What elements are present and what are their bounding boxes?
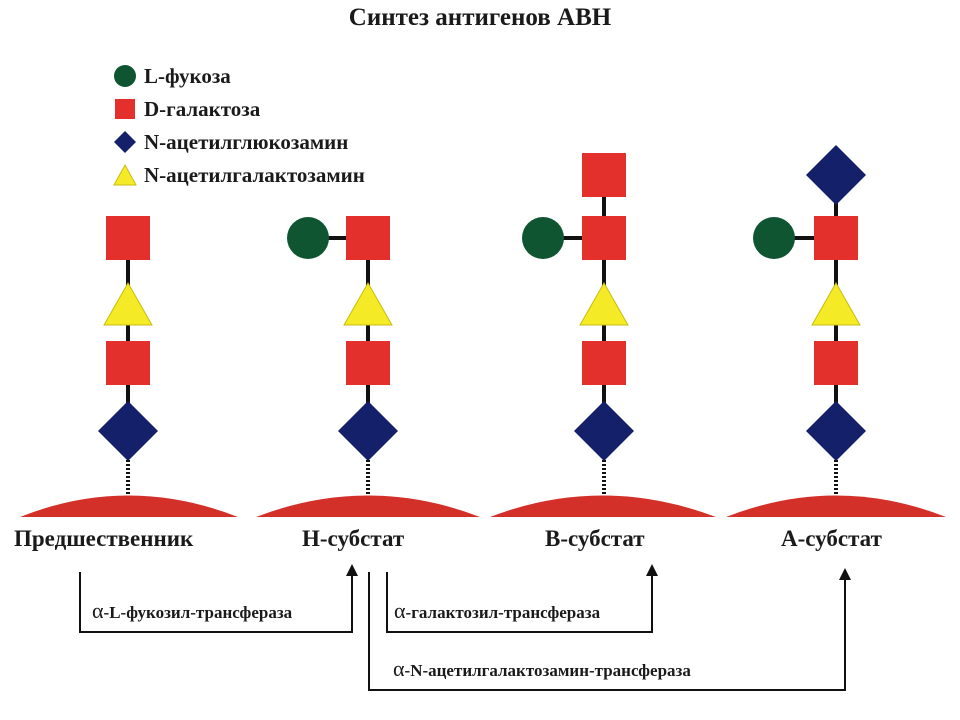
galactose-square — [106, 341, 150, 385]
galactose-square — [582, 153, 626, 197]
legend-item-galactosamine: N-ацетилгалактозамин — [112, 160, 365, 190]
galactose-square — [346, 216, 390, 260]
fucose-circle — [522, 217, 564, 259]
structure-precursor — [98, 216, 158, 496]
enzyme-fucosyl: α-L-фукозил-трансфераза — [92, 598, 292, 624]
arrowhead-icon — [839, 568, 851, 580]
label-precursor: Предшественник — [14, 526, 194, 551]
legend-item-fucose: L-фукоза — [112, 61, 231, 91]
galactose-square — [814, 341, 858, 385]
enzyme-arrows — [79, 572, 846, 691]
glucosamine-diamond — [574, 401, 634, 461]
glucosamine-diamond — [806, 401, 866, 461]
enzyme-acetylgalactosaminyl: α-N-ацетилгалактозамин-трансфераза — [393, 656, 691, 682]
legend-label: N-ацетилглюкозамин — [144, 129, 349, 154]
arrowhead-icon — [646, 564, 658, 576]
label-b-substrate: В-субстат — [545, 526, 645, 551]
galactose-square — [814, 216, 858, 260]
enzyme-acetylgalactosaminyl-label: -N-ацетилгалактозамин-трансфераза — [404, 661, 691, 680]
galactose-square — [582, 341, 626, 385]
legend-item-glucosamine: N-ацетилглюкозамин — [112, 127, 348, 157]
galactosamine-triangle — [811, 281, 861, 326]
enzyme-fucosyl-label: -L-фукозил-трансфераза — [103, 603, 293, 622]
alpha-symbol: α — [394, 598, 406, 623]
fucose-circle — [287, 217, 329, 259]
acetylgalactosaminyl-arrow — [368, 572, 846, 691]
galactose-square — [106, 216, 150, 260]
red-square-icon — [112, 96, 138, 122]
glucosamine-diamond — [806, 145, 866, 205]
fucose-circle — [753, 217, 795, 259]
legend-label: N-ацетилгалактозамин — [144, 162, 365, 187]
membrane-a — [726, 495, 946, 517]
green-circle-icon — [112, 63, 138, 89]
galactosyl-arrow — [386, 572, 653, 633]
label-a-substrate: А-субстат — [781, 526, 882, 551]
page-title: Синтез антигенов АВН — [348, 4, 612, 31]
arrowhead-icon — [346, 564, 358, 576]
legend-label: D-галактоза — [144, 96, 261, 121]
structure-a — [753, 145, 866, 496]
glucosamine-diamond — [98, 401, 158, 461]
galactosamine-triangle — [343, 281, 393, 326]
alpha-symbol: α — [393, 656, 405, 681]
arrowheads — [346, 564, 851, 580]
legend-label: L-фукоза — [144, 63, 231, 88]
galactosamine-triangle — [103, 281, 153, 326]
enzyme-galactosyl: α-галактозил-трансфераза — [394, 598, 600, 624]
structure-h — [287, 216, 398, 496]
yellow-triangle-icon — [112, 162, 138, 188]
blue-diamond-icon — [112, 129, 138, 155]
structure-b — [522, 153, 634, 496]
label-h-substrate: Н-субстат — [302, 526, 405, 551]
enzyme-galactosyl-label: -галактозил-трансфераза — [405, 603, 601, 622]
membrane-precursor — [20, 495, 238, 517]
galactose-square — [582, 216, 626, 260]
galactose-square — [346, 341, 390, 385]
membrane-h — [256, 495, 480, 517]
membrane-b — [490, 495, 716, 517]
glucosamine-diamond — [338, 401, 398, 461]
legend-item-galactose: D-галактоза — [112, 94, 260, 124]
fucosyl-arrow — [79, 572, 353, 633]
alpha-symbol: α — [92, 598, 104, 623]
galactosamine-triangle — [579, 281, 629, 326]
